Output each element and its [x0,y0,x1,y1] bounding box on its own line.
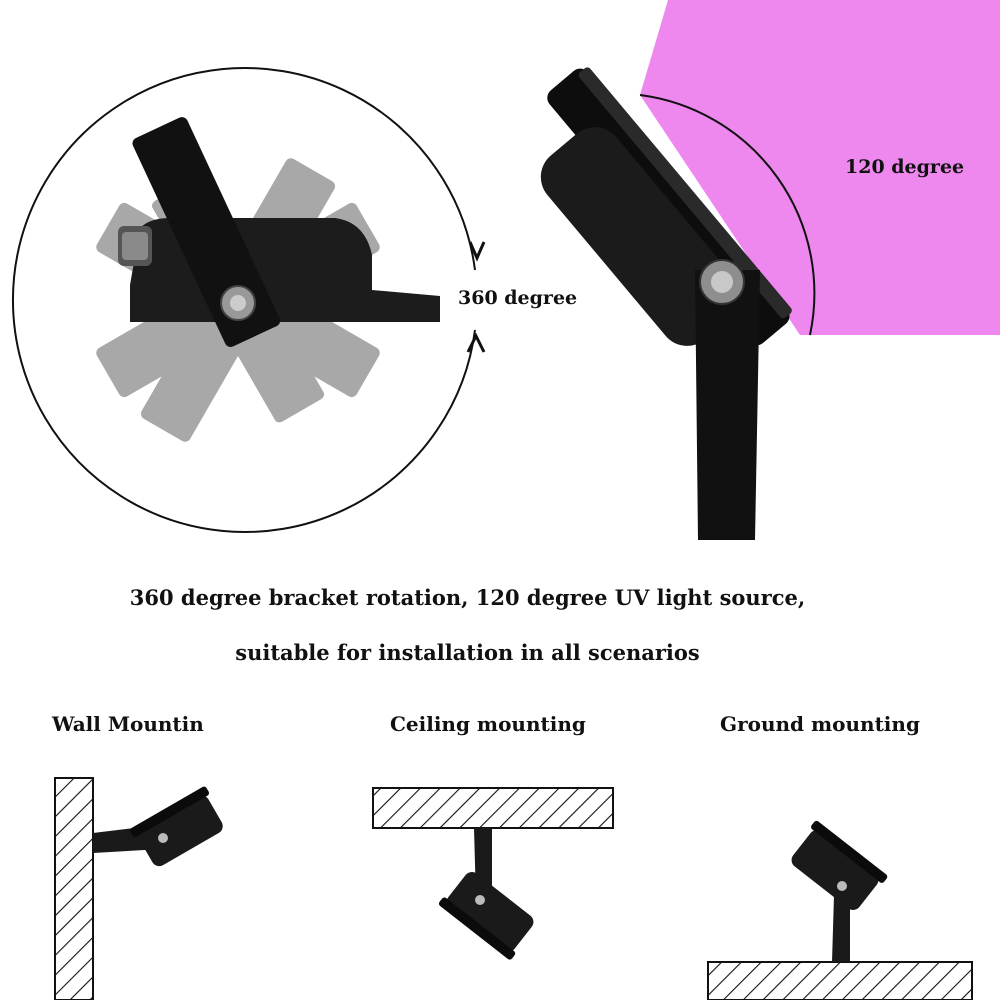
beam-angle-label: 120 degree [845,156,965,178]
ground-surface [707,961,973,1000]
rotation-arrow-down [466,332,486,353]
ground-mount-diagram [707,820,973,1000]
wall-mount-label: Wall Mountin [52,712,204,736]
rotation-illustration [12,67,486,533]
wall-lamp [129,786,223,867]
rotation-arc [12,67,476,533]
lamp-housing-side [118,218,440,322]
ceiling-mount-diagram [372,787,614,960]
wall-mount-diagram [54,777,223,1000]
ground-bracket [832,895,850,962]
beam-illustration [540,0,1000,540]
caption-line-2: suitable for installation in all scenari… [235,640,700,665]
rotation-arrow-up [468,241,486,262]
wall-surface [54,777,94,1000]
uv-beam [640,0,1000,335]
rotation-label: 360 degree [458,287,578,309]
lamp-stand [695,270,760,540]
caption-line-1: 360 degree bracket rotation, 120 degree … [129,585,806,610]
ceiling-lamp [438,872,534,960]
beam-angle-arc [639,94,816,336]
ground-mount-label: Ground mounting [720,712,920,736]
ground-lamp [791,820,888,910]
ceiling-surface [372,787,614,829]
ceiling-mount-label: Ceiling mounting [390,712,586,736]
